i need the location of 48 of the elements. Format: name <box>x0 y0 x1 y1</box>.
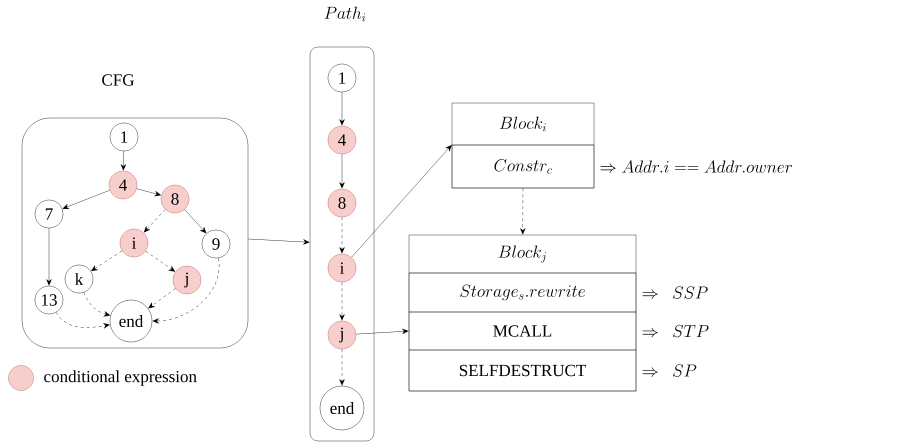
implication-formula: $\Rightarrow\ \ STP$ <box>642 324 709 338</box>
table-row: MCALL <box>408 312 636 350</box>
graph-node: end <box>110 300 152 342</box>
condition-node: 8 <box>160 184 190 214</box>
graph-node: 1 <box>110 122 138 152</box>
arrow <box>356 328 408 334</box>
arrow <box>248 238 310 245</box>
arrow <box>339 92 345 126</box>
graph-node: 13 <box>34 286 64 314</box>
condition-node: i <box>328 254 356 282</box>
arrow <box>56 312 110 328</box>
arrow <box>184 209 206 234</box>
table-row: SELFDESTRUCT <box>408 350 636 392</box>
arrow <box>152 258 220 324</box>
node-label: CFG <box>102 74 134 86</box>
condition-node: 4 <box>328 126 356 154</box>
arrow <box>339 217 345 254</box>
arrow <box>145 250 176 272</box>
arrow <box>91 250 122 272</box>
condition-node: j <box>328 320 356 350</box>
arrow <box>136 188 161 196</box>
table-row: $Constr_c$ <box>452 144 594 188</box>
arrow <box>339 349 345 386</box>
legend-label: conditional expression <box>44 370 197 386</box>
condition-node: i <box>120 228 148 258</box>
arrow <box>520 188 526 234</box>
implication-formula: $\Rightarrow\ \ SSP$ <box>642 286 708 299</box>
arrow <box>120 151 126 170</box>
table-row: $Storage_s.rewrite$ <box>408 272 636 312</box>
graph-node: 9 <box>202 230 230 258</box>
arrow <box>351 144 452 258</box>
condition-node: j <box>172 266 202 294</box>
node-label: $Path_i$ <box>324 6 366 22</box>
arrow <box>339 154 345 188</box>
graph-node: 1 <box>328 64 356 92</box>
graph-node: k <box>64 264 94 294</box>
graph-node: end <box>320 386 364 430</box>
arrow <box>339 282 345 320</box>
arrow <box>144 209 166 232</box>
arrow <box>148 288 176 308</box>
arrow <box>62 190 110 210</box>
arrow <box>46 228 52 286</box>
condition-node: 4 <box>108 170 138 200</box>
implication-formula: $\Rightarrow Addr.i == Addr.owner$ <box>600 160 792 173</box>
arrow <box>84 292 110 316</box>
condition-node: 8 <box>328 188 356 218</box>
graph-node: 7 <box>34 200 64 228</box>
implication-formula: $\Rightarrow\ \ SP$ <box>642 364 696 377</box>
